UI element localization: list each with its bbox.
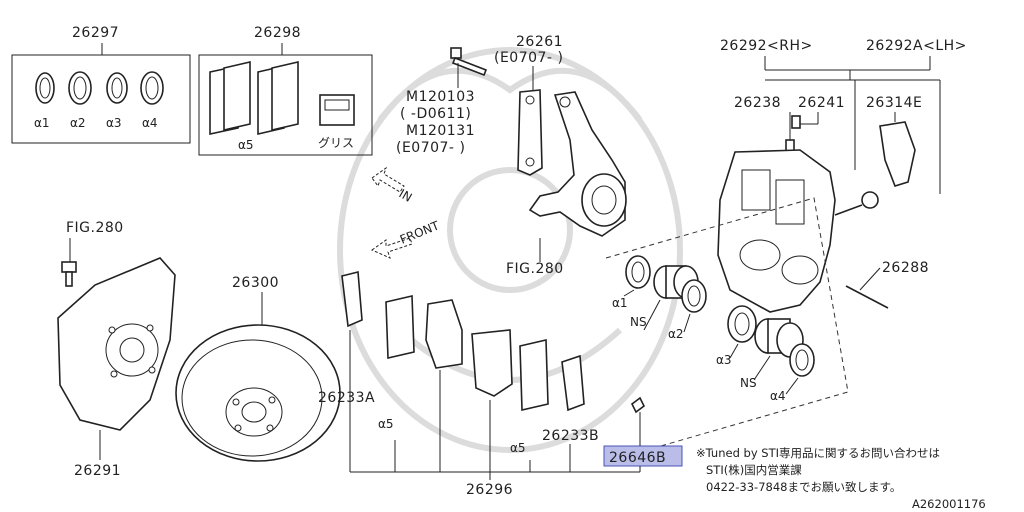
shim-pair-right: [257, 60, 299, 136]
label-26241[interactable]: 26241: [798, 95, 845, 111]
diagram-id: A262001176: [912, 497, 986, 511]
label-m120131[interactable]: M120131: [406, 123, 475, 139]
label-26288[interactable]: 26288: [882, 260, 929, 276]
label-m120103-range: ( -D0611): [400, 106, 471, 122]
watermark-emblem: [337, 47, 683, 453]
pad-clip-26646b: [630, 396, 646, 414]
label-a5-low-2: α5: [510, 441, 526, 455]
in-direction-arrow: IN: [371, 166, 415, 205]
brake-pad-2: [471, 329, 513, 397]
brake-caliper-26292: [717, 149, 836, 313]
label-26296[interactable]: 26296: [466, 482, 513, 498]
note-line-2: STI(株)国内営業課: [706, 463, 802, 477]
dust-shield-26291: [57, 257, 176, 431]
label-26291[interactable]: 26291: [74, 463, 121, 479]
pad-shim-26233a: [341, 270, 363, 328]
label-m120131-range: (E0707- ): [396, 140, 465, 156]
label-a1-box: α1: [34, 116, 50, 130]
brake-disc-26300: [175, 324, 341, 462]
label-26261[interactable]: 26261: [516, 34, 563, 50]
label-a3-box: α3: [106, 116, 122, 130]
label-26292-rh[interactable]: 26292<RH>: [720, 38, 813, 54]
label-ns-1: NS: [630, 315, 647, 329]
label-a4-box: α4: [142, 116, 158, 130]
label-a2-box: α2: [70, 116, 86, 130]
caliper-bracket-26261: [517, 89, 543, 176]
shim-pair-left: [209, 60, 251, 135]
steering-knuckle: [528, 91, 627, 237]
label-ns-2: NS: [740, 376, 757, 390]
label-26298[interactable]: 26298: [254, 25, 301, 41]
label-a4: α4: [770, 389, 786, 403]
label-26233b[interactable]: 26233B: [542, 428, 599, 444]
seal-ring-a1: [35, 72, 55, 104]
seal-ring-a3: [106, 72, 128, 104]
seal-a4: [789, 343, 815, 377]
label-m120103[interactable]: M120103: [406, 89, 475, 105]
label-grease: グリス: [318, 136, 354, 150]
caliper-bolt: [450, 47, 488, 77]
seal-a3: [727, 305, 757, 343]
note-line-1: ※Tuned by STI専用品に関するお問い合わせは: [696, 446, 940, 460]
seal-a1: [625, 255, 651, 289]
seal-kit-box: [11, 54, 191, 144]
pad-shim-inner-2: [519, 339, 549, 411]
label-26261-code: (E0707- ): [494, 50, 563, 66]
pad-spring-26314e: [879, 121, 916, 187]
label-26314e[interactable]: 26314E: [866, 95, 922, 111]
label-26300[interactable]: 26300: [232, 275, 279, 291]
label-front: FRONT: [398, 218, 442, 247]
note-line-3: 0422-33-7848までお願い致します。: [706, 480, 901, 494]
seal-ring-a4: [140, 71, 164, 105]
label-a1: α1: [612, 296, 628, 310]
label-26233a[interactable]: 26233A: [318, 390, 375, 406]
label-26238[interactable]: 26238: [734, 95, 781, 111]
pad-shim-26233b: [561, 354, 585, 412]
highlight-26646b[interactable]: [603, 445, 683, 467]
backing-plate-bolt: [61, 261, 77, 287]
label-a3: α3: [716, 353, 732, 367]
label-a5-box: α5: [238, 138, 254, 152]
label-in: IN: [397, 186, 415, 204]
label-fig280-left[interactable]: FIG.280: [66, 220, 124, 236]
pad-kit-box: [198, 54, 373, 156]
pad-pin-26288: [834, 191, 889, 309]
label-a2: α2: [668, 327, 684, 341]
label-fig280-knuckle[interactable]: FIG.280: [506, 261, 564, 277]
label-26646b[interactable]: 26646B: [609, 450, 666, 466]
label-a5-low-1: α5: [378, 417, 394, 431]
piston-ns-1: [653, 265, 699, 299]
seal-ring-a2: [68, 71, 92, 105]
label-26297[interactable]: 26297: [72, 25, 119, 41]
pad-shim-inner-1: [385, 295, 415, 359]
seal-a2: [681, 279, 707, 313]
brake-pad-1: [425, 299, 463, 369]
grease-pack-icon: [319, 94, 355, 126]
front-direction-arrow: FRONT: [370, 218, 442, 259]
label-26292a-lh[interactable]: 26292A<LH>: [866, 38, 967, 54]
